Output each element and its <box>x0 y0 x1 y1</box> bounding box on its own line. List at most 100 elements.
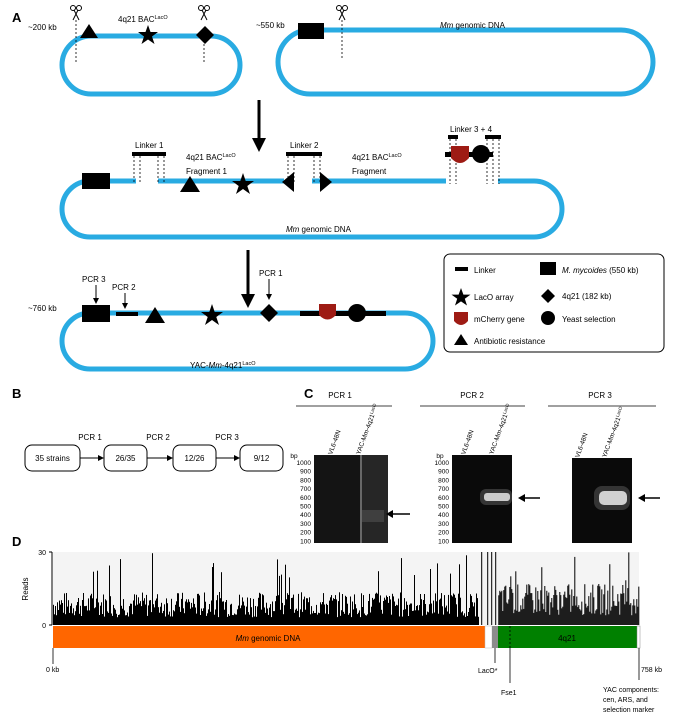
coverage-bar <box>151 612 152 625</box>
linker1-label: Linker 1 <box>135 141 164 150</box>
coverage-bar <box>392 593 393 625</box>
coverage-bar <box>275 601 276 625</box>
coverage-bar <box>375 593 376 625</box>
coverage-bar <box>247 597 248 625</box>
ladder-tick-label: 1000 <box>435 460 450 467</box>
coverage-bar <box>270 604 271 625</box>
coverage-bar <box>205 601 206 625</box>
panel-label-c: C <box>304 386 314 401</box>
mm-region-bar <box>53 626 485 648</box>
coverage-bar <box>97 570 98 625</box>
coverage-bar <box>625 580 627 625</box>
coverage-bar <box>381 609 382 625</box>
coverage-bar <box>203 608 204 625</box>
coverage-bar <box>182 592 183 625</box>
yac-plasmid <box>59 310 436 372</box>
coverage-bar <box>587 605 589 625</box>
coverage-bar <box>209 604 210 625</box>
coverage-bar <box>346 596 347 625</box>
coverage-bar <box>70 605 71 625</box>
legend-yeast: Yeast selection <box>562 315 616 324</box>
legend-mcherry: mCherry gene <box>474 315 525 324</box>
scissors-icon <box>198 5 210 62</box>
antibiotic-triangle-icon <box>80 24 98 38</box>
coverage-bar <box>525 593 527 625</box>
flow-arrow-label: PCR 3 <box>215 433 239 442</box>
coverage-bar <box>460 597 461 625</box>
coverage-bar <box>391 614 392 625</box>
coverage-bar <box>573 596 575 625</box>
coverage-bar <box>605 615 607 625</box>
coverage-bar <box>638 586 640 625</box>
coverage-bar <box>338 601 339 625</box>
coverage-bar <box>412 611 413 625</box>
coverage-bar <box>266 602 267 625</box>
bac-label: 4q21 BACLacO <box>118 15 168 24</box>
y-tick-0: 0 <box>42 623 46 630</box>
coverage-bar <box>82 600 83 625</box>
coverage-bar <box>263 595 264 625</box>
coverage-bar <box>516 610 518 625</box>
coverage-bar <box>315 613 316 625</box>
coverage-bar <box>155 600 156 625</box>
coverage-bar <box>504 586 506 625</box>
coverage-bar <box>459 564 460 625</box>
coverage-bar <box>140 601 141 625</box>
coverage-bar <box>478 616 479 625</box>
coverage-bar <box>608 614 610 625</box>
coverage-bar <box>294 612 295 625</box>
coverage-bar <box>500 592 502 625</box>
coverage-bar <box>150 600 151 625</box>
coverage-bar <box>456 604 457 625</box>
svg-text:YAC-Mm-4q21LacO: YAC-Mm-4q21LacO <box>190 361 256 370</box>
coverage-bar <box>90 595 91 625</box>
coverage-bar <box>219 592 220 625</box>
coverage-bar <box>239 594 240 625</box>
coverage-bar <box>403 609 404 625</box>
coverage-bar <box>61 600 62 625</box>
coverage-bar <box>261 609 262 625</box>
coverage-bar <box>599 586 601 625</box>
coverage-bar <box>610 610 612 625</box>
coverage-bar <box>267 608 268 625</box>
coverage-bar <box>304 596 305 625</box>
svg-text:bp: bp <box>290 453 298 460</box>
coverage-bar <box>83 593 84 625</box>
pcr1-label: PCR 1 <box>259 269 283 278</box>
coverage-bar <box>268 614 269 625</box>
coverage-bar <box>463 615 464 625</box>
coverage-bar <box>461 612 462 625</box>
coverage-bar <box>445 607 446 625</box>
coverage-bar <box>471 595 472 625</box>
coverage-bar <box>359 610 360 625</box>
coverage-bar <box>421 599 422 625</box>
fragment1-label: 4q21 BACLacO Fragment 1 <box>186 153 236 176</box>
coverage-bar <box>259 592 260 625</box>
coverage-bar <box>58 610 59 625</box>
coverage-bar <box>468 612 469 625</box>
coverage-bar <box>241 605 242 625</box>
coverage-bar <box>627 588 629 625</box>
coverage-bar <box>172 616 173 625</box>
fse1-label: Fse1 <box>501 690 517 697</box>
coverage-bar <box>597 585 599 625</box>
coverage-bar <box>358 612 359 625</box>
coverage-bar <box>619 614 621 625</box>
coverage-bar <box>395 606 396 625</box>
coverage-bar <box>423 600 424 625</box>
coverage-bar <box>604 584 606 625</box>
coverage-bar <box>506 602 508 625</box>
yac-note-line3: selection marker <box>603 707 655 714</box>
linker2-label: Linker 2 <box>290 141 319 150</box>
coverage-bar <box>538 599 540 625</box>
ladder-tick-label: 700 <box>438 486 449 493</box>
coverage-bar <box>107 611 108 625</box>
coverage-bar <box>165 616 166 625</box>
coverage-bar <box>163 610 164 625</box>
yac-size-label: ~760 kb <box>28 304 57 313</box>
pcr2-label: PCR 2 <box>112 283 136 292</box>
coverage-bar <box>568 584 570 625</box>
coverage-bar <box>533 612 535 625</box>
coverage-bar <box>252 617 253 625</box>
